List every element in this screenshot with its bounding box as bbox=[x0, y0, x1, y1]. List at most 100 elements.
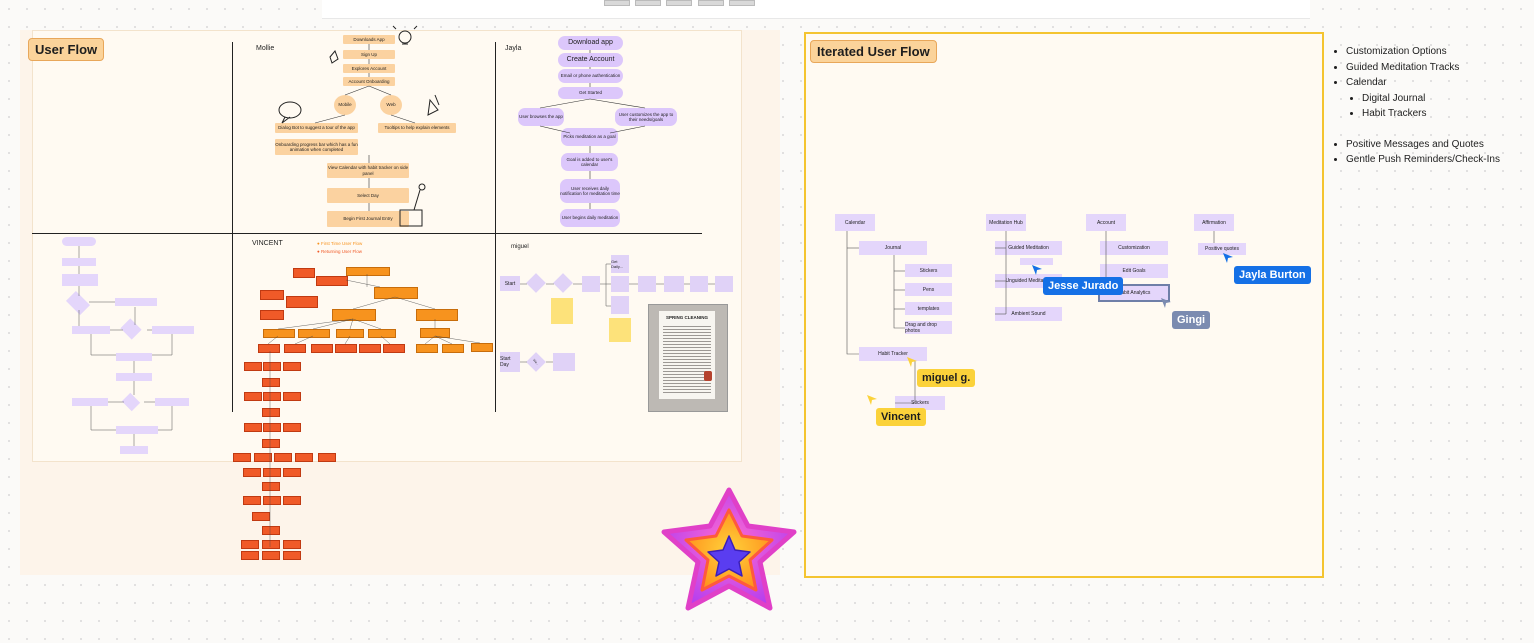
flow-step[interactable]: Create Account bbox=[558, 53, 623, 67]
flow-step[interactable]: User begins daily meditation bbox=[560, 209, 620, 227]
vincent-node[interactable] bbox=[262, 482, 280, 491]
account-item[interactable]: Customization bbox=[1100, 241, 1168, 255]
vincent-node[interactable] bbox=[262, 540, 280, 549]
flow-step[interactable]: Picks meditation as a goal bbox=[561, 128, 618, 146]
column-affirmation[interactable]: Affirmation bbox=[1194, 214, 1234, 231]
vincent-node[interactable] bbox=[243, 496, 261, 505]
vincent-node[interactable] bbox=[244, 392, 262, 401]
vincent-node[interactable] bbox=[283, 468, 301, 477]
vincent-node[interactable] bbox=[442, 344, 464, 353]
flow-node[interactable] bbox=[638, 276, 656, 292]
vincent-node[interactable] bbox=[262, 551, 280, 560]
vincent-node[interactable] bbox=[241, 540, 259, 549]
flow-step[interactable]: Download app bbox=[558, 36, 623, 50]
flow-node[interactable] bbox=[62, 258, 96, 266]
flow-step[interactable]: Downloads App bbox=[343, 35, 395, 44]
calendar-item[interactable]: templates bbox=[905, 302, 952, 315]
flow-node[interactable] bbox=[72, 326, 110, 334]
calendar-item[interactable]: Stickers bbox=[895, 396, 945, 410]
flow-node[interactable] bbox=[611, 296, 629, 314]
vincent-node[interactable] bbox=[359, 344, 381, 353]
vincent-node[interactable] bbox=[241, 551, 259, 560]
vincent-node[interactable] bbox=[336, 329, 364, 338]
flow-step[interactable]: User receives daily notification for med… bbox=[560, 179, 620, 203]
meditation-item[interactable]: Guided Meditation bbox=[995, 241, 1062, 255]
flow-step[interactable]: Dialog Bot to suggest a tour of the app bbox=[275, 123, 358, 133]
vincent-node[interactable] bbox=[258, 344, 280, 353]
vincent-node[interactable] bbox=[416, 309, 458, 321]
vincent-node[interactable] bbox=[263, 392, 281, 401]
flow-node[interactable]: Start bbox=[500, 276, 520, 291]
flow-step[interactable]: Tooltips to help explain elements bbox=[378, 123, 456, 133]
iterated-flow-label[interactable]: Iterated User Flow bbox=[810, 40, 937, 63]
flow-step[interactable]: Explores Account bbox=[343, 64, 395, 73]
vincent-node[interactable] bbox=[283, 392, 301, 401]
flow-node[interactable] bbox=[664, 276, 684, 292]
user-flow-label[interactable]: User Flow bbox=[28, 38, 105, 61]
flow-node[interactable] bbox=[72, 398, 108, 406]
flow-node[interactable] bbox=[62, 274, 98, 286]
column-calendar[interactable]: Calendar bbox=[835, 214, 875, 231]
flow-node[interactable]: Get Daily... bbox=[611, 255, 629, 273]
vincent-node[interactable] bbox=[263, 496, 281, 505]
flow-step[interactable]: View Calendar with habit tracker on side… bbox=[327, 163, 409, 178]
vincent-node[interactable] bbox=[298, 329, 330, 338]
spring-cleaning-photo[interactable]: SPRING CLEANING bbox=[648, 304, 728, 412]
flow-step[interactable]: Goal is added to user's calendar bbox=[561, 153, 618, 171]
flow-node[interactable] bbox=[715, 276, 733, 292]
flow-node[interactable] bbox=[553, 353, 575, 371]
vincent-node[interactable] bbox=[293, 268, 315, 278]
vincent-node[interactable] bbox=[263, 423, 281, 432]
vincent-node[interactable] bbox=[244, 362, 262, 371]
notes-list[interactable]: Customization Options Guided Meditation … bbox=[1330, 44, 1500, 168]
flow-node[interactable] bbox=[155, 398, 189, 406]
sticky-note[interactable] bbox=[551, 298, 573, 324]
vincent-node[interactable] bbox=[284, 344, 306, 353]
vincent-node[interactable] bbox=[262, 526, 280, 535]
flow-node[interactable]: Start Day bbox=[500, 352, 520, 372]
flow-node[interactable] bbox=[611, 276, 629, 292]
iterated-flow-frame[interactable] bbox=[804, 32, 1324, 578]
flow-step[interactable]: Email or phone authentication bbox=[558, 69, 623, 83]
flow-step[interactable]: Sign Up bbox=[343, 50, 395, 59]
vincent-node[interactable] bbox=[311, 344, 333, 353]
vincent-node[interactable] bbox=[420, 328, 450, 338]
flow-step[interactable]: Select Day bbox=[327, 188, 409, 203]
vincent-node[interactable] bbox=[283, 423, 301, 432]
vincent-node[interactable] bbox=[263, 362, 281, 371]
affirmation-item[interactable]: Positive quotes bbox=[1198, 243, 1246, 255]
vincent-node[interactable] bbox=[233, 453, 251, 462]
vincent-node[interactable] bbox=[368, 329, 396, 338]
sticky-note[interactable] bbox=[609, 318, 631, 342]
flow-step[interactable]: Onboarding progress bar which has a fun … bbox=[275, 139, 358, 155]
vincent-node[interactable] bbox=[260, 290, 284, 300]
flow-node[interactable] bbox=[120, 446, 148, 454]
vincent-node[interactable] bbox=[263, 329, 295, 338]
vincent-node[interactable] bbox=[283, 551, 301, 560]
flow-step[interactable]: Web bbox=[380, 95, 402, 115]
flow-node[interactable] bbox=[116, 373, 152, 381]
vincent-node[interactable] bbox=[316, 276, 348, 286]
vincent-node[interactable] bbox=[243, 468, 261, 477]
vincent-node[interactable] bbox=[260, 310, 284, 320]
calendar-item[interactable]: Habit Tracker bbox=[859, 347, 927, 361]
vincent-node[interactable] bbox=[274, 453, 292, 462]
flow-step[interactable]: User customizes the app to their needs/g… bbox=[615, 108, 677, 126]
vincent-node[interactable] bbox=[374, 287, 418, 299]
vincent-node[interactable] bbox=[283, 496, 301, 505]
flow-node[interactable] bbox=[62, 237, 96, 246]
meditation-subitem[interactable] bbox=[1020, 258, 1053, 265]
vincent-node[interactable] bbox=[383, 344, 405, 353]
vincent-node[interactable] bbox=[244, 423, 262, 432]
vincent-node[interactable] bbox=[263, 468, 281, 477]
flow-step[interactable]: Get Started bbox=[558, 87, 623, 99]
flow-node[interactable] bbox=[115, 298, 157, 306]
account-item[interactable]: Edit Goals bbox=[1100, 264, 1168, 278]
calendar-item[interactable]: Journal bbox=[859, 241, 927, 255]
vincent-node[interactable] bbox=[471, 343, 493, 352]
flow-node[interactable] bbox=[116, 426, 158, 434]
meditation-item[interactable]: Ambient Sound bbox=[995, 307, 1062, 321]
vincent-node[interactable] bbox=[283, 362, 301, 371]
star-sticker-icon[interactable] bbox=[656, 486, 802, 616]
flow-node[interactable] bbox=[116, 353, 152, 361]
